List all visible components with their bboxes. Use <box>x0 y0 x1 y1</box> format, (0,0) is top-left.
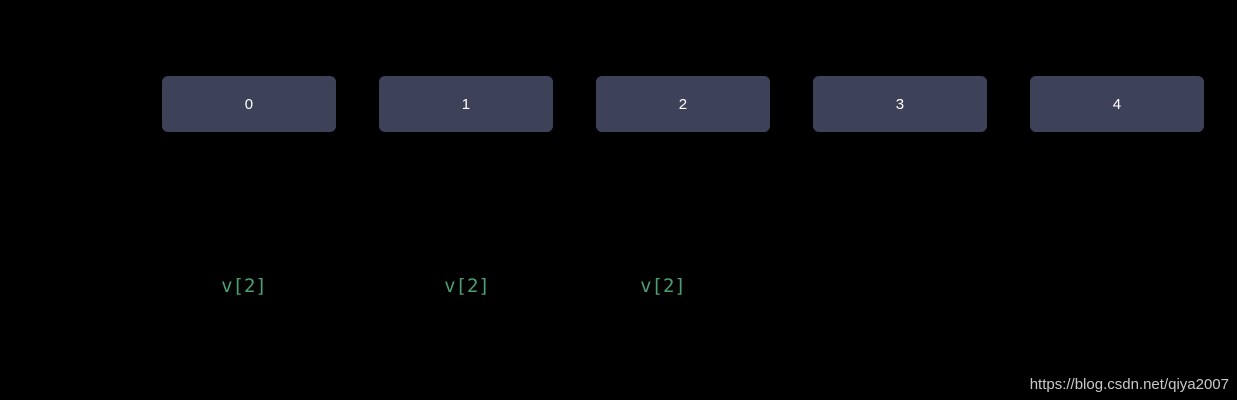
watermark-url: https://blog.csdn.net/qiya2007 <box>1029 375 1229 393</box>
array-cell-label: 2 <box>678 95 688 113</box>
array-cell-label: 3 <box>895 95 905 113</box>
array-cell-label: 4 <box>1112 95 1122 113</box>
array-cell[interactable]: 1 <box>379 76 553 132</box>
array-cell[interactable]: 4 <box>1030 76 1204 132</box>
array-cell[interactable]: 2 <box>596 76 770 132</box>
array-cell-row: 0 1 2 3 4 <box>162 76 1204 132</box>
pointer-label: v[2] <box>444 275 490 297</box>
array-cell[interactable]: 3 <box>813 76 987 132</box>
pointer-label: v[2] <box>221 275 267 297</box>
array-cell-label: 0 <box>244 95 254 113</box>
array-cell[interactable]: 0 <box>162 76 336 132</box>
array-cell-label: 1 <box>461 95 471 113</box>
pointer-label: v[2] <box>640 275 686 297</box>
